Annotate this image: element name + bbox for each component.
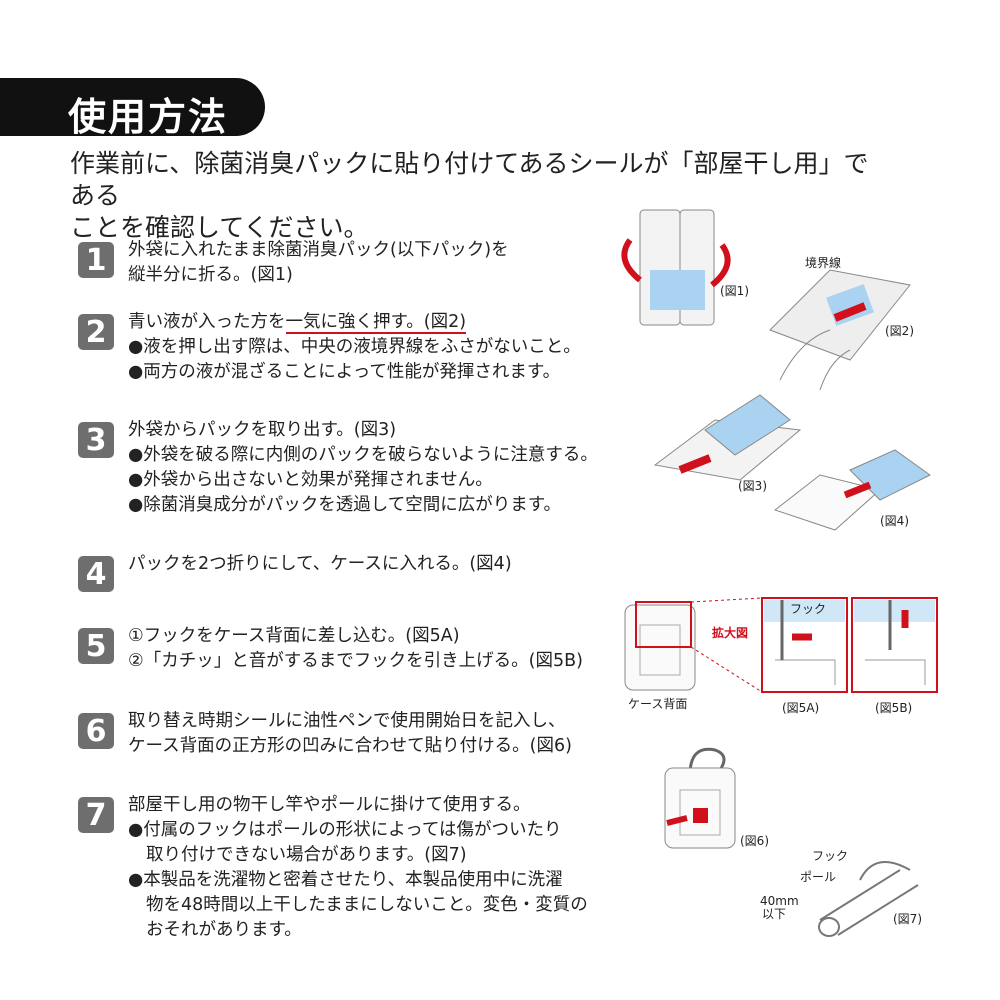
hook2-label: フック	[812, 849, 848, 863]
step-line: ●本製品を洗濯物と密着させたり、本製品使用中に洗濯	[128, 870, 563, 890]
step-line: パックを2つ折りにして、ケースに入れる。(図4)	[128, 554, 512, 574]
fig4-label: (図4)	[880, 514, 909, 528]
size-label: 40mm	[760, 894, 799, 908]
step-line: ●両方の液が混ざることによって性能が発揮されます。	[128, 362, 561, 382]
size-label-2: 以下	[762, 907, 786, 921]
case-back-label: ケース背面	[628, 697, 687, 711]
boundary-label: 境界線	[805, 255, 841, 270]
step-line: 取り付けできない場合があります。(図7)	[146, 845, 467, 865]
pole-label: ポール	[800, 870, 836, 884]
fig2-label: (図2)	[885, 324, 914, 338]
step-line: ●外袋を破る際に内側のパックを破らないように注意する。	[128, 445, 598, 465]
page-title: 使用方法	[68, 95, 229, 139]
step-line: おそれがあります。	[146, 920, 302, 940]
step-badge: 6	[78, 713, 114, 749]
hook-label: フック	[790, 602, 826, 616]
step-line: 外袋からパックを取り出す。(図3)	[128, 420, 397, 440]
step-badge: 4	[78, 556, 114, 592]
zoom-label: 拡大図	[712, 625, 748, 640]
step-badge: 1	[78, 242, 114, 278]
figure-5: フック 拡大図 ケース背面 (図5A) (図5B)	[624, 597, 938, 715]
step-line: 取り替え時期シールに油性ペンで使用開始日を記入し、	[128, 711, 566, 731]
fig7-label: (図7)	[893, 912, 922, 926]
step-line: ①フックをケース背面に差し込む。(図5A)	[128, 626, 460, 646]
intro-text: 作業前に、除菌消臭パックに貼り付けてあるシールが「部屋干し用」である ことを確認…	[70, 148, 890, 244]
step-line: ケース背面の正方形の凹みに合わせて貼り付ける。(図6)	[128, 736, 572, 756]
fig5a-label: (図5A)	[782, 701, 819, 715]
step-emphasis: 一気に強く押す。(図2)	[285, 312, 467, 334]
figure-2: 境界線 (図2)	[769, 255, 914, 391]
step-line: ②「カチッ」と音がするまでフックを引き上げる。(図5B)	[128, 651, 583, 671]
fig1-label: (図1)	[720, 284, 749, 298]
step-line: ●付属のフックはポールの形状によっては傷がついたり	[128, 820, 562, 840]
section-header: 使用方法	[0, 78, 265, 139]
step-lead: 青い液が入った方を	[128, 312, 286, 332]
figure-4: (図4)	[773, 449, 931, 531]
step-badge: 5	[78, 628, 114, 664]
figure-6: (図6)	[664, 747, 769, 849]
figure-3: (図3)	[653, 394, 802, 493]
step-badge: 3	[78, 422, 114, 458]
step-line: 外袋に入れたまま除菌消臭パック(以下パック)を	[128, 240, 509, 260]
step-line: ●除菌消臭成分がパックを透過して空間に広がります。	[128, 495, 561, 515]
intro-line: ことを確認してください。	[70, 213, 369, 242]
step-line: ●外袋から出さないと効果が発揮されません。	[128, 470, 493, 490]
step-line: 物を48時間以上干したままにしないこと。変色・変質の	[146, 895, 588, 915]
step-line: 部屋干し用の物干し竿やポールに掛けて使用する。	[128, 795, 531, 815]
fig6-label: (図6)	[740, 834, 769, 848]
step-badge: 7	[78, 797, 114, 833]
fig5b-label: (図5B)	[875, 701, 912, 715]
step-line: 縦半分に折る。(図1)	[128, 265, 293, 285]
fig3-label: (図3)	[738, 479, 767, 493]
step-badge: 2	[78, 314, 114, 350]
intro-line: 作業前に、除菌消臭パックに貼り付けてあるシールが「部屋干し用」である	[70, 149, 869, 210]
step-line: ●液を押し出す際は、中央の液境界線をふさがないこと。	[128, 337, 581, 357]
figure-7: フック ポール 40mm 以下 (図7)	[760, 849, 922, 937]
figure-1: (図1)	[621, 209, 749, 326]
